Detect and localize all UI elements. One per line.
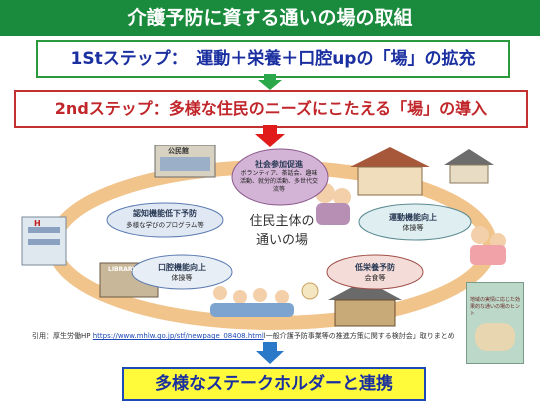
house-right	[350, 147, 430, 196]
ring-diagram	[21, 145, 506, 330]
hospital-sign: H	[34, 219, 41, 228]
node-cognitive-label: 認知機能低下予防	[133, 209, 197, 218]
node-motor	[358, 203, 472, 241]
center-label: 住民主体の 通いの場	[249, 214, 315, 248]
step1-box: 1Stステップ： 運動＋栄養＋口腔upの「場」の拡充	[36, 40, 510, 78]
node-nutrition-label: 低栄養予防	[355, 263, 395, 272]
node-oral-sub: 体操等	[171, 274, 193, 282]
town-hall-building	[154, 145, 216, 178]
booklet-photo	[475, 323, 515, 351]
citation: 引用：厚生労働HP https://www.mhlw.go.jp/stf/new…	[32, 332, 455, 340]
people-group-bottom	[210, 286, 294, 317]
exercise-people	[470, 226, 506, 265]
people-group-top	[315, 183, 351, 225]
house-top-right	[444, 149, 494, 184]
citation-link[interactable]: https://www.mhlw.go.jp/stf/newpage_08408…	[92, 332, 264, 340]
node-social-sub: ボランティア、茶話会、趣味活動、就労的活動、多世代交流等	[240, 170, 319, 193]
final-box: 多様なステークホルダーと連携	[122, 367, 426, 401]
down-arrow-green-icon	[258, 74, 282, 90]
hall-sign: 公民館	[168, 147, 189, 155]
node-nutrition-sub: 会食等	[364, 274, 386, 282]
booklet-image: 地域の実情に応じた効果的な通いの場のヒント	[466, 282, 524, 364]
plate-icon	[301, 282, 319, 300]
hospital-building	[21, 216, 67, 266]
node-oral	[131, 254, 233, 290]
library-sign: LIBRARY	[108, 266, 137, 273]
booklet-title: 地域の実情に応じた効果的な通いの場のヒント	[470, 297, 521, 317]
node-social-label: 社会参加促進	[255, 160, 303, 169]
node-cognitive	[106, 202, 224, 238]
node-nutrition	[326, 254, 424, 290]
node-motor-label: 運動機能向上	[389, 213, 437, 222]
node-oral-label: 口腔機能向上	[158, 263, 206, 272]
page-title: 介護予防に資する通いの場の取組	[0, 0, 540, 36]
down-arrow-red-icon	[255, 125, 285, 147]
japanese-house	[328, 280, 402, 327]
node-cognitive-sub: 多様な学びのプログラム等	[126, 221, 204, 229]
node-social	[231, 148, 329, 206]
node-motor-sub: 体操等	[402, 224, 424, 232]
step2-box: 2ndステップ：多様な住民のニーズにこたえる「場」の導入	[14, 90, 528, 128]
down-arrow-blue-icon	[256, 342, 284, 364]
